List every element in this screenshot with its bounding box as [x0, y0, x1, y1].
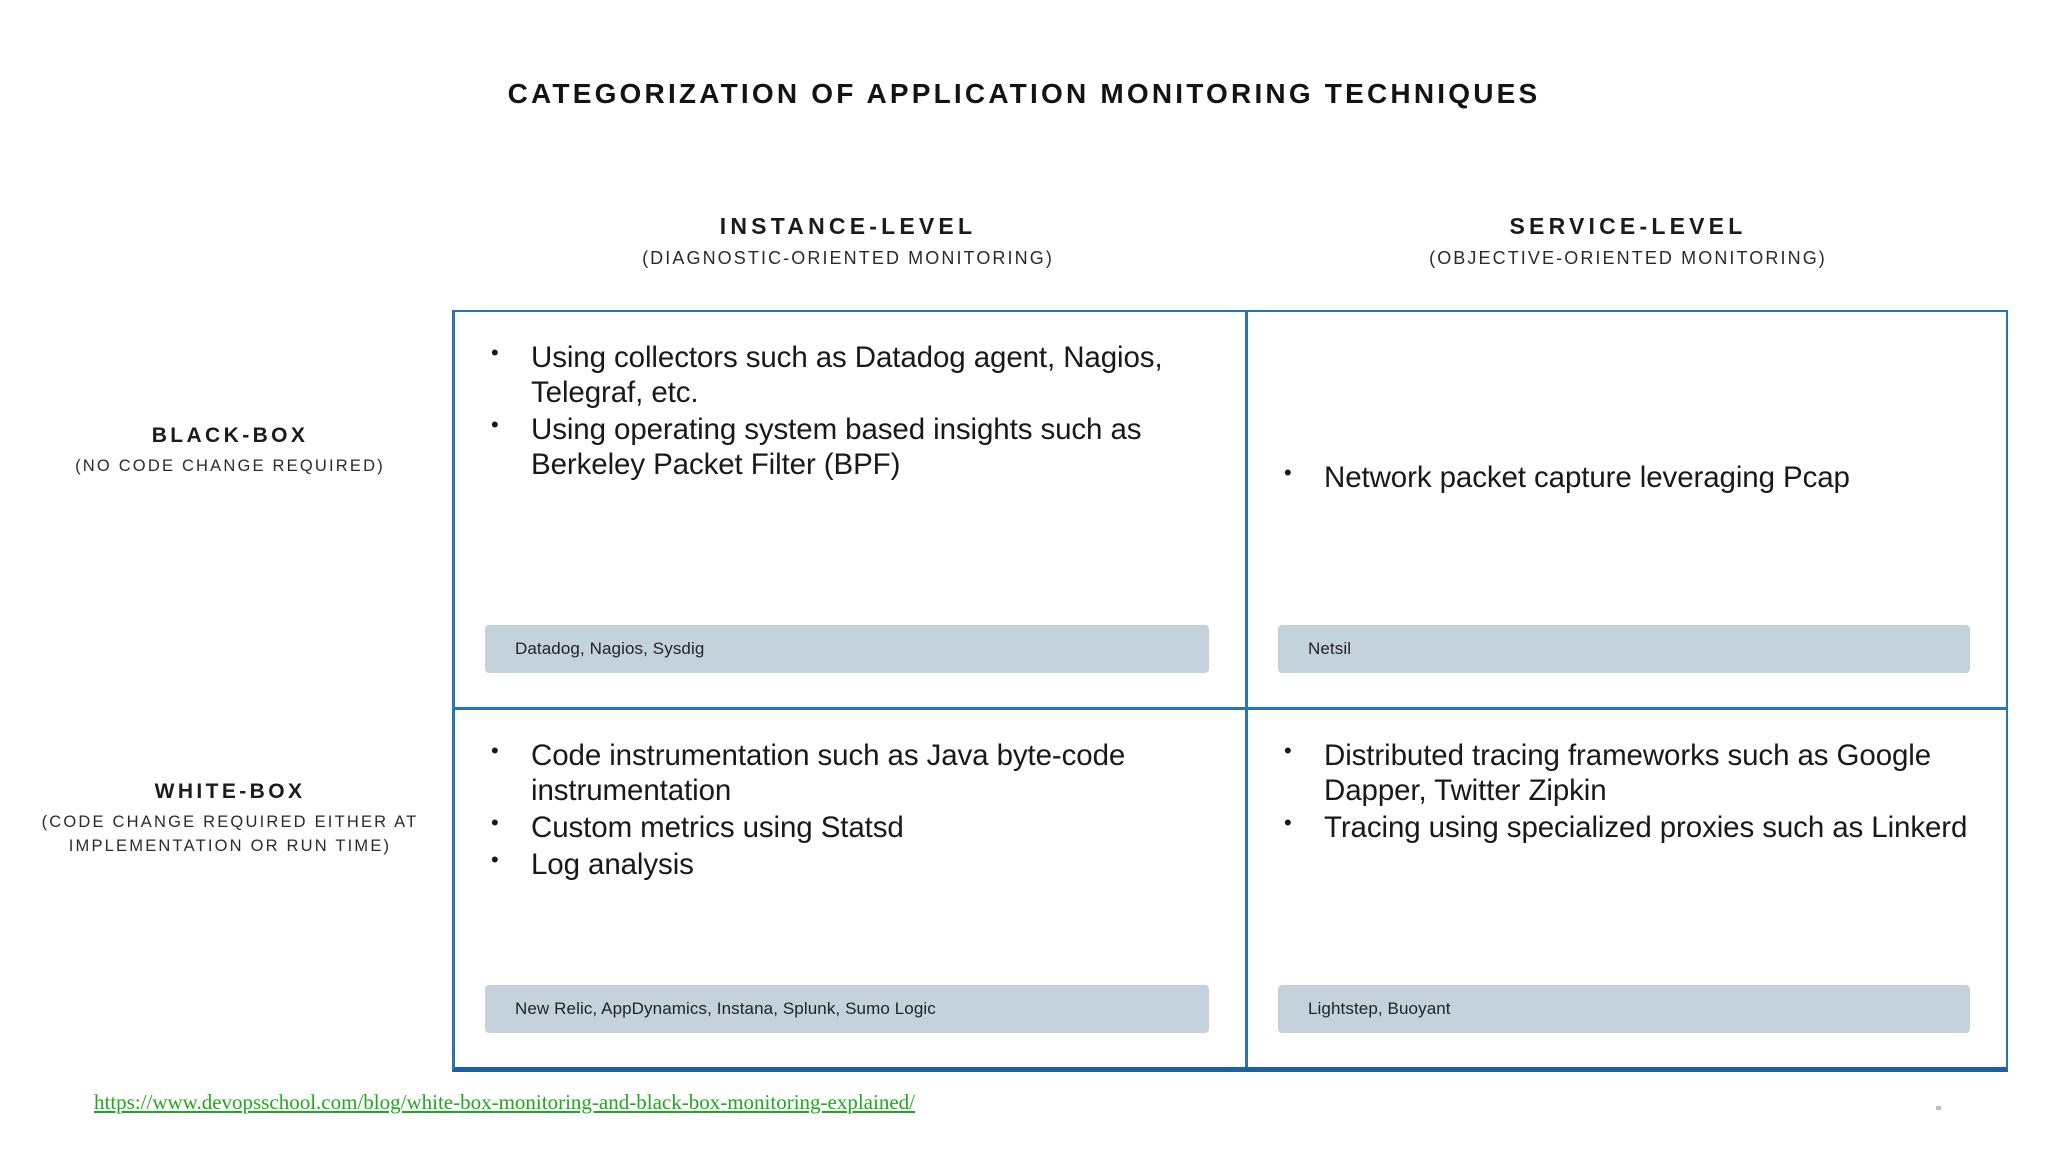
tools-tag-black-box-service-level: Netsil [1278, 625, 1970, 673]
column-header-instance-level: INSTANCE-LEVEL (DIAGNOSTIC-ORIENTED MONI… [448, 212, 1248, 270]
bullet-list-black-box-service-level: Network packet capture leveraging Pcap [1278, 457, 1970, 497]
column-header-service-level-sub: (OBJECTIVE-ORIENTED MONITORING) [1429, 247, 1827, 268]
list-item: Code instrumentation such as Java byte-c… [485, 735, 1209, 808]
bullet-list-black-box-instance-level: Using collectors such as Datadog agent, … [485, 337, 1209, 484]
row-header-white-box-sub: (CODE CHANGE REQUIRED EITHER AT IMPLEMEN… [41, 813, 419, 856]
page-title: CATEGORIZATION OF APPLICATION MONITORING… [507, 78, 1541, 109]
cell-white-box-service-level: Distributed tracing frameworks such as G… [1245, 707, 2006, 1067]
row-header-white-box-main: WHITE-BOX [154, 780, 306, 803]
bullet-list-white-box-instance-level: Code instrumentation such as Java byte-c… [485, 735, 1209, 884]
list-item: Using collectors such as Datadog agent, … [485, 337, 1209, 410]
bullet-list-white-box-service-level: Distributed tracing frameworks such as G… [1278, 735, 1970, 847]
cell-white-box-instance-level: Code instrumentation such as Java byte-c… [455, 707, 1245, 1067]
tools-tag-black-box-instance-level: Datadog, Nagios, Sysdig [485, 625, 1209, 673]
source-url-link[interactable]: https://www.devopsschool.com/blog/white-… [94, 1090, 915, 1114]
list-item: Log analysis [485, 844, 1209, 882]
cell-black-box-instance-level: Using collectors such as Datadog agent, … [455, 312, 1245, 707]
row-header-black-box-sub: (NO CODE CHANGE REQUIRED) [75, 457, 385, 476]
list-item: Custom metrics using Statsd [485, 807, 1209, 845]
monitoring-matrix: Using collectors such as Datadog agent, … [452, 310, 2008, 1072]
list-item: Tracing using specialized proxies such a… [1278, 807, 1970, 845]
row-header-black-box: BLACK-BOX (NO CODE CHANGE REQUIRED) [30, 422, 430, 479]
tools-tag-white-box-instance-level: New Relic, AppDynamics, Instana, Splunk,… [485, 985, 1209, 1033]
column-header-instance-level-main: INSTANCE-LEVEL [719, 213, 977, 239]
corner-mark [1936, 1106, 1941, 1110]
row-header-white-box: WHITE-BOX (CODE CHANGE REQUIRED EITHER A… [30, 778, 430, 859]
tools-tag-white-box-service-level: Lightstep, Buoyant [1278, 985, 1970, 1033]
column-header-service-level-main: SERVICE-LEVEL [1509, 213, 1747, 239]
list-item: Using operating system based insights su… [485, 409, 1209, 482]
list-item: Network packet capture leveraging Pcap [1278, 457, 1970, 495]
row-header-black-box-main: BLACK-BOX [151, 424, 309, 447]
list-item: Distributed tracing frameworks such as G… [1278, 735, 1970, 808]
column-header-instance-level-sub: (DIAGNOSTIC-ORIENTED MONITORING) [642, 247, 1054, 268]
cell-black-box-service-level: Network packet capture leveraging Pcap N… [1245, 312, 2006, 707]
column-header-service-level: SERVICE-LEVEL (OBJECTIVE-ORIENTED MONITO… [1248, 212, 2008, 270]
